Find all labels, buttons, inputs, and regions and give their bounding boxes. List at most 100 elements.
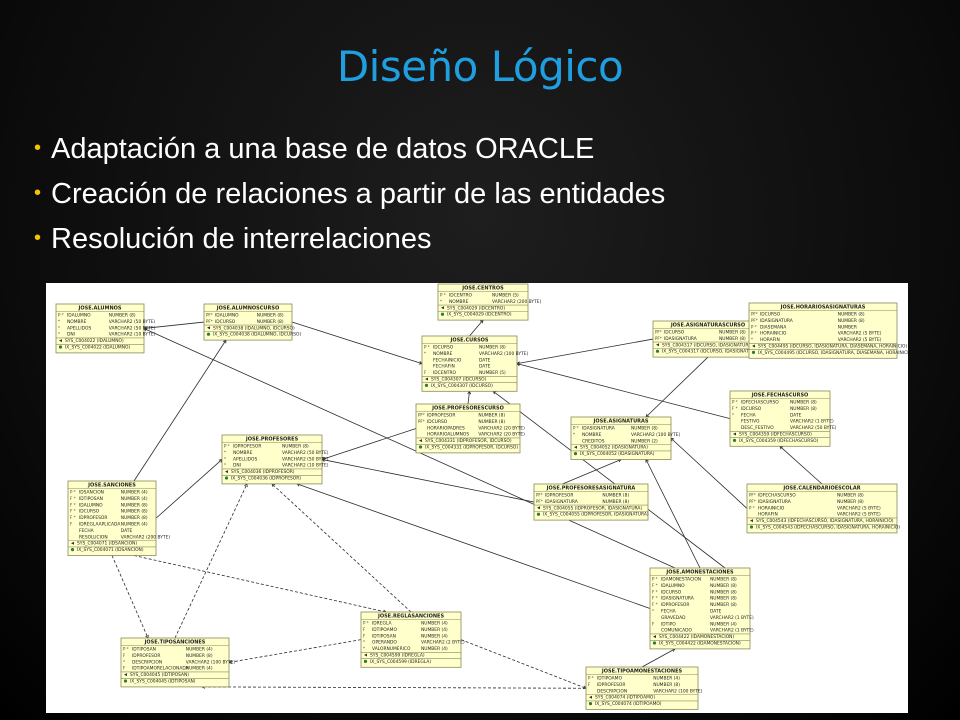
column-type: NUMBER (8) [121, 502, 148, 508]
column-type: NUMBER (8) [710, 602, 737, 608]
bullet-item: •Resolución de interrelaciones [34, 216, 665, 261]
bullet-item: •Adaptación a una base de datos ORACLE [34, 126, 665, 171]
column-type: NUMBER (8) [710, 577, 737, 583]
column-type: VARCHAR2 (50 BYTE) [109, 325, 156, 331]
column-type: VARCHAR2 (10 BYTE) [282, 463, 329, 469]
relationship-line [321, 459, 535, 503]
index-icon [424, 383, 429, 387]
index-icon [123, 679, 128, 683]
table-name: JOSE.CENTROS [461, 286, 504, 292]
column-name: FECHA [79, 528, 94, 534]
column-key-flag: PF* [655, 336, 662, 341]
index-constraint: IX_SYS_C004422 (IDAMONESTACION) [659, 641, 741, 647]
column-name: IDTIPOAMORELACIONADA [132, 666, 189, 672]
column-name: IDFECHASCURSO [758, 493, 796, 499]
key-arrow-icon [733, 432, 736, 436]
key-constraint: SYS_C004036 (IDPROFESOR) [231, 469, 295, 475]
key-arrow-icon [752, 344, 755, 348]
column-name: NOMBRE [67, 319, 87, 325]
column-type: NUMBER (8) [710, 589, 737, 595]
column-name: HORARIOALUMNOS [427, 432, 469, 438]
table-box [120, 637, 230, 688]
key-arrow-icon [653, 635, 656, 639]
column-type: VARCHAR2 (50 BYTE) [790, 425, 837, 431]
table-name: JOSE.TIPOAMONESTACIONES [601, 669, 683, 675]
column-name: IDCURSO [427, 419, 448, 425]
column-name: FECHA [661, 609, 676, 615]
index-icon [751, 350, 756, 354]
relationship-line [516, 363, 731, 420]
column-key-flag: F [363, 627, 366, 632]
column-key-flag: F * [652, 583, 658, 588]
column-type: DATE [710, 609, 722, 615]
key-arrow-icon [589, 695, 592, 699]
column-key-flag: P * [573, 426, 579, 431]
relationship-line [641, 648, 676, 668]
table-box [585, 666, 699, 710]
column-key-flag: * [440, 299, 442, 304]
column-type: NUMBER [838, 324, 857, 330]
column-key-flag: F * [652, 602, 658, 607]
column-key-flag: F [424, 370, 427, 375]
key-arrow-icon [425, 377, 428, 381]
table-box [360, 611, 462, 668]
key-constraint: SYS_C004022 (IDALUMNO) [65, 338, 124, 344]
relationship-line [321, 428, 417, 460]
column-type: VARCHAR2 (1 BYTE) [790, 419, 834, 425]
key-constraint: SYS_C004052 (IDASIGNATURA) [580, 445, 648, 451]
key-constraint: SYS_C004422 (IDAMONESTACION) [659, 634, 734, 640]
column-key-flag: * [732, 412, 734, 417]
relationship-line [174, 483, 248, 639]
column-name: IDTIPOSAN [372, 633, 396, 639]
table-name: JOSE.FECHASCURSO [751, 393, 809, 399]
column-name: IDALUMNO [661, 583, 685, 589]
column-type: NUMBER (8) [631, 426, 658, 432]
column-type: VARCHAR2 (5 BYTE) [838, 331, 882, 337]
index-constraint: IX_SYS_C004599 (IDREGLA) [370, 659, 431, 665]
table-box [55, 303, 145, 354]
column-key-flag: P * [751, 331, 757, 336]
column-name: NOMBRE [233, 450, 253, 456]
column-type: VARCHAR2 (50 BYTE) [109, 319, 156, 325]
relationship-line [291, 321, 423, 365]
index-constraint: IX_SYS_C004045 (IDTIPOSAN) [130, 679, 196, 685]
column-name: IDTIPOAMO [597, 676, 622, 682]
column-type: NUMBER (4) [421, 627, 448, 633]
column-key-flag: F * [652, 596, 658, 601]
column-type: NUMBER (8) [719, 330, 746, 336]
table-name: JOSE.ALUMNOSCURSO [216, 306, 279, 312]
index-icon [418, 445, 423, 449]
key-constraint: SYS_C004071 (IDSANCION) [77, 541, 137, 547]
key-arrow-icon [419, 439, 422, 443]
column-name: HORAFIN [758, 512, 778, 518]
table-name: JOSE.PROFESORES [245, 437, 299, 443]
column-key-flag: PF* [749, 499, 756, 504]
column-type: NUMBER (8) [478, 419, 505, 425]
column-name: CREDITOS [582, 438, 605, 444]
relationship-line [516, 338, 654, 365]
column-name: IDPROFESOR [132, 653, 160, 659]
key-arrow-icon [656, 343, 659, 347]
column-name: IDPROFESOR [545, 493, 573, 499]
relationship-line [111, 555, 149, 639]
table-box [203, 303, 293, 341]
index-icon [224, 476, 229, 480]
column-type: NUMBER (8) [837, 493, 864, 499]
key-constraint: SYS_C004074 (IDTIPOAMO) [595, 695, 655, 701]
column-key-flag: F [588, 682, 591, 687]
relationship-line [133, 555, 387, 613]
index-icon [588, 702, 593, 706]
column-type: NUMBER (4) [421, 621, 448, 627]
column-key-flag: * [58, 332, 60, 337]
column-type: NUMBER (8) [838, 312, 865, 318]
column-key-flag: * [424, 351, 426, 356]
column-name: APELLIDOS [67, 325, 91, 331]
